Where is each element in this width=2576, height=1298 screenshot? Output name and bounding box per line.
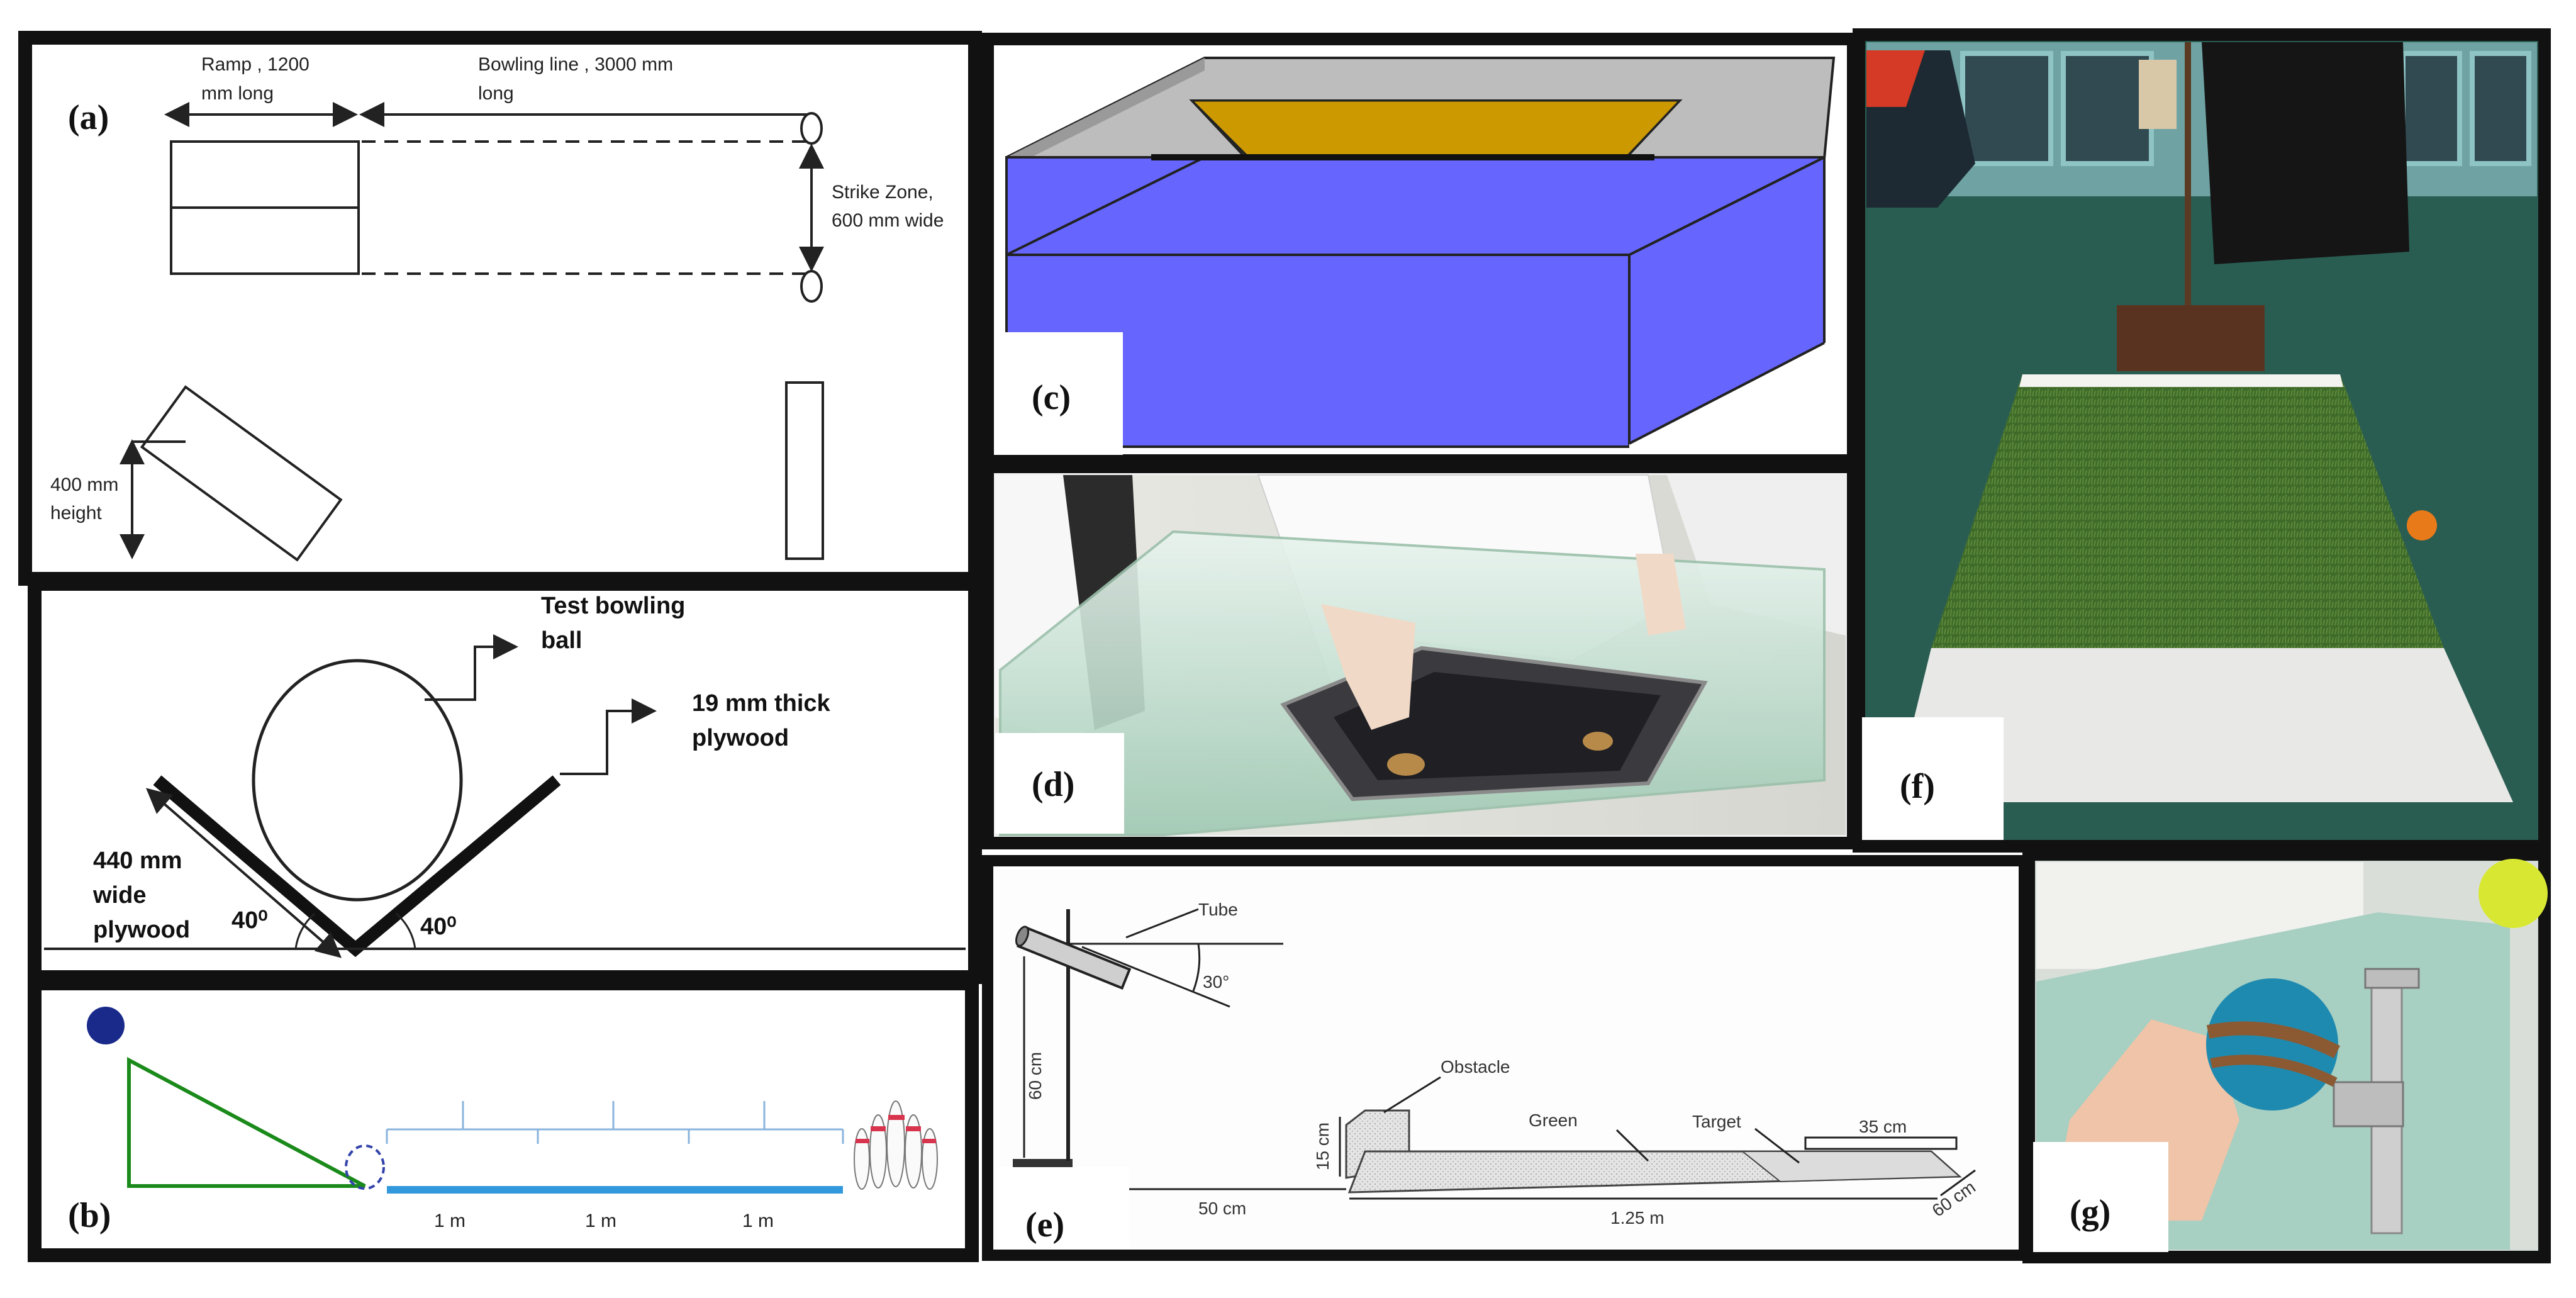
white-runway [1893,648,2513,802]
angle-left-label: 40⁰ [231,907,268,934]
panel-label-e: (e) [1025,1206,1064,1245]
plywood-width-label-3: plywood [93,917,190,943]
panel-g: (g) [2022,848,2551,1263]
sample-1 [1387,753,1425,776]
panel-c: (c) [981,33,1860,467]
water-surface [1006,156,1825,256]
panel-label-c: (c) [1032,378,1071,417]
test-ball-label: Test bowling [541,593,685,619]
segment-1-label: 1 m [434,1211,466,1231]
label-box-f [1862,717,2004,840]
label-box-d [995,733,1124,834]
target-length-label: 35 cm [1859,1117,1907,1136]
bowling-pins [854,1100,938,1190]
label-box-g [2033,1142,2168,1252]
tube-label: Tube [1198,900,1238,919]
test-ball-label-2: ball [541,627,582,654]
ramp-length-label: Ramp , 1200 [201,54,309,75]
plywood-thickness-label: 19 mm thick [692,690,831,717]
ball-release-position [345,1144,385,1190]
panel-f: (f) [1853,28,2551,853]
bowling-line-label-2: long [478,83,514,104]
panel-label-b: (b) [68,1196,111,1235]
bowling-lane [387,1186,843,1194]
panel-d: (d) [981,461,1860,849]
turf-lane [1931,374,2444,648]
angle-arc-left [294,912,315,949]
plywood-thickness-label-2: plywood [692,725,789,751]
person-standing [2202,42,2409,264]
ramp-length-label-2: mm long [201,83,274,104]
plywood-width-label: 440 mm [93,848,182,874]
angle-right-label: 40⁰ [420,914,457,940]
plywood-width-arrow [145,788,342,958]
launcher-tube [2139,60,2177,129]
tube [1015,926,1132,990]
cabinet-1 [1960,51,2053,166]
target-zone [1741,1151,1961,1183]
launcher-base [2117,305,2265,371]
panel-a-cross-section: Test bowling ball 19 mm thick plywood 44… [28,577,982,984]
target-label: Target [1692,1112,1741,1131]
distance-label: 50 cm [1198,1199,1246,1218]
bowling-ball [87,1007,125,1044]
hand [1321,604,1415,730]
sample-2 [1583,732,1613,751]
strike-zone-label-2: 600 mm wide [832,210,944,231]
angle-arc-right [396,912,416,949]
green-length-label: 1.25 m [1610,1208,1664,1228]
stand-height-label: 60 cm [1025,1052,1045,1100]
strike-pin-top [800,112,823,145]
green-label: Green [1529,1111,1578,1130]
segment-3-label: 1 m [742,1211,774,1231]
test-ball-g [2206,978,2338,1111]
ramp-triangle [127,1057,366,1188]
orange-ball [2407,510,2437,540]
obstacle-label: Obstacle [1441,1057,1510,1077]
stand-base [1013,1159,1073,1168]
panel-b: 1 m 1 m 1 m (b) [28,976,979,1262]
plywood-width-label-2: wide [92,882,146,909]
target-length-bracket [1804,1136,1958,1150]
ramp-height-label: 400 mm [50,474,118,495]
strike-zone-label: Strike Zone, [832,182,934,203]
ramp-side-view [140,385,343,562]
obstacle-height-label: 15 cm [1313,1122,1332,1170]
ramp-height-label-2: height [50,503,102,523]
tennis-ball [2478,859,2548,928]
panel-label-a: (a) [68,98,109,137]
panel-label-d: (d) [1032,765,1074,804]
strike-pin-bottom [800,270,823,303]
panel-label-g: (g) [2070,1193,2110,1232]
panel-label-f: (f) [1900,767,1935,806]
label-box-e [997,1167,1129,1249]
bowling-line-label: Bowling line , 3000 mm [478,54,673,75]
pin-side-view [785,381,824,560]
label-box-c [994,332,1123,455]
panel-e: 30° Tube 60 cm Obstacle 15 cm Green Targ… [982,855,2030,1261]
panel-a: (a) Ramp , 1200 mm long Bowling line , 3… [18,31,982,586]
segment-2-label: 1 m [585,1211,616,1231]
test-bowling-ball [252,659,463,902]
tube-angle-label: 30° [1203,972,1229,992]
